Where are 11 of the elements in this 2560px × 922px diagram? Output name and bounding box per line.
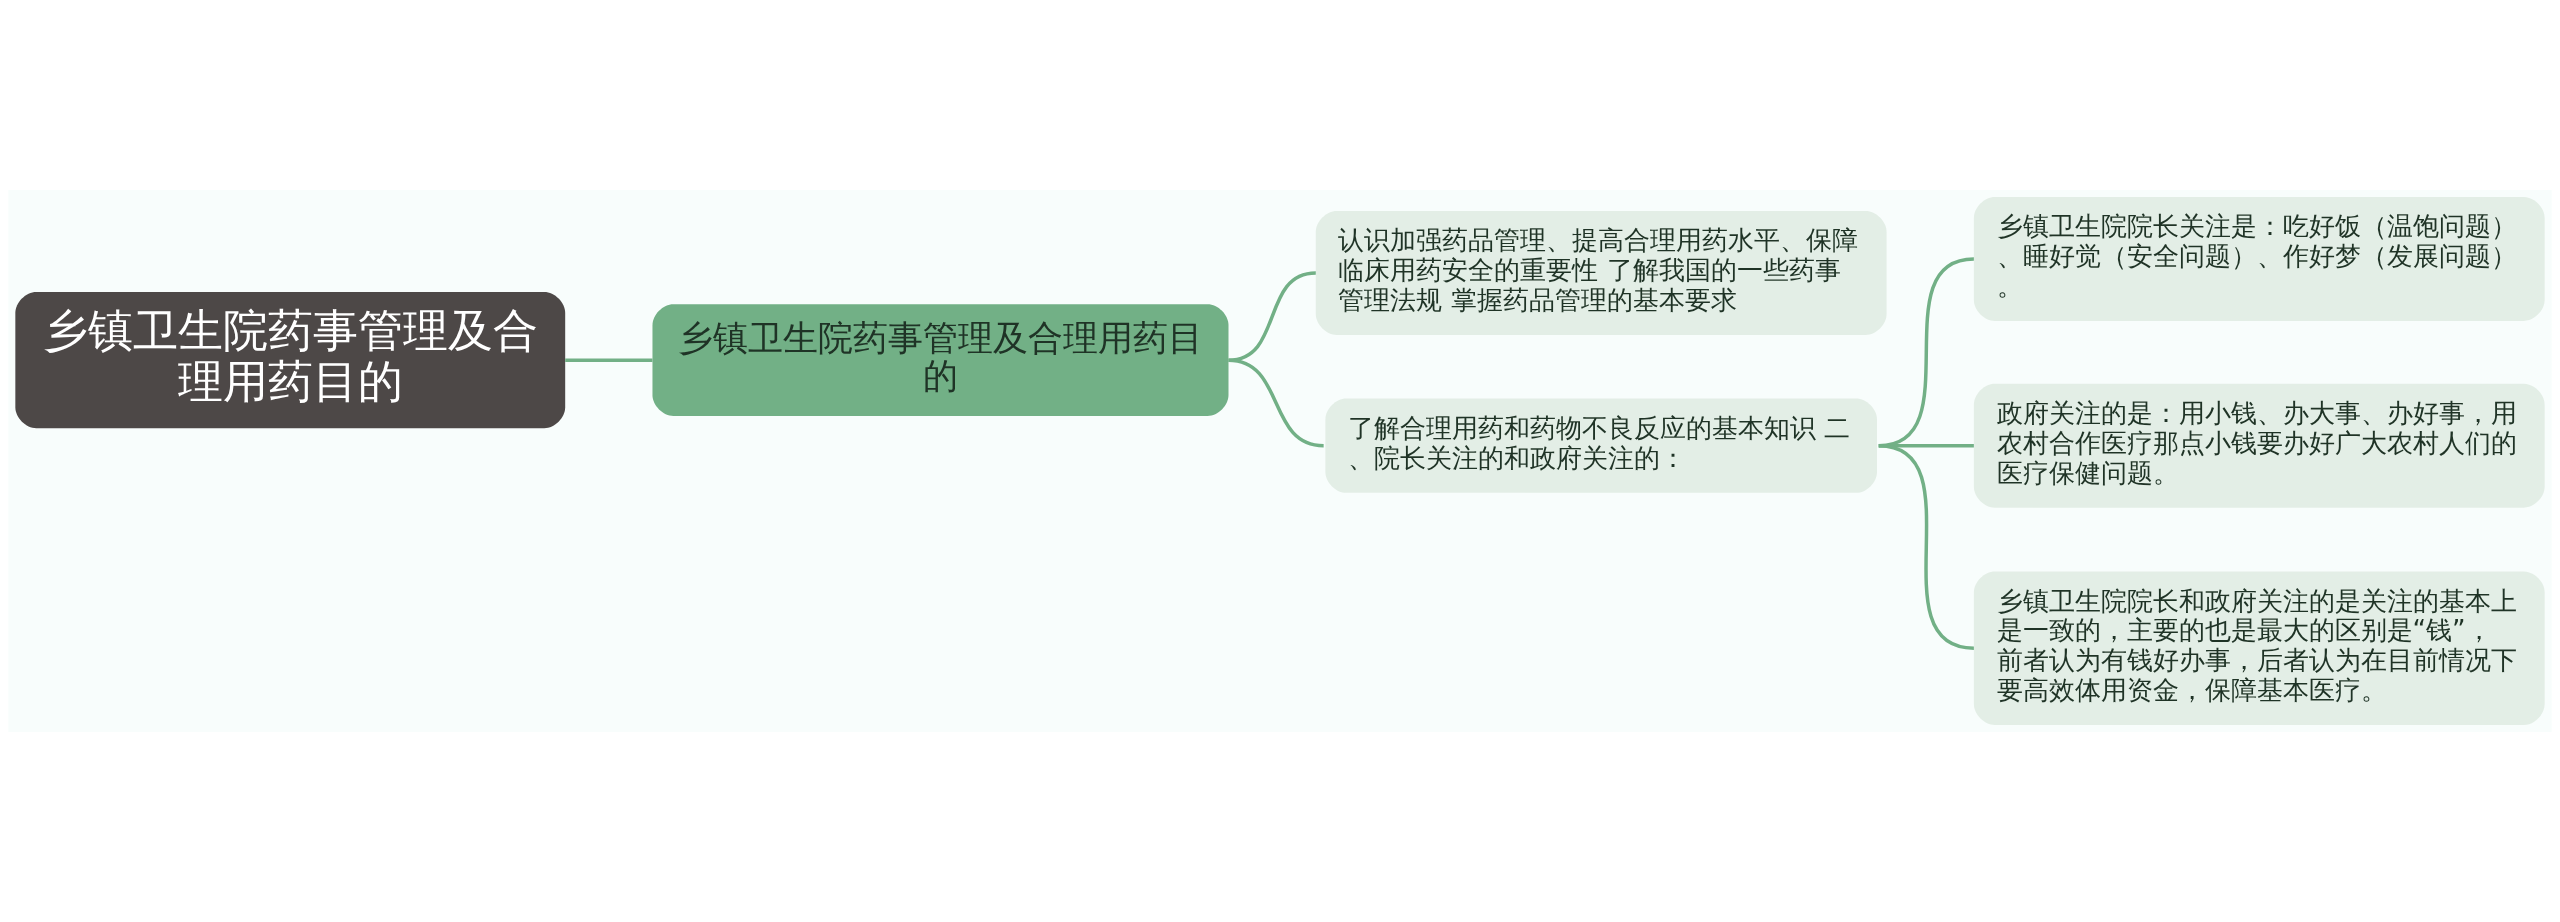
connector [565, 358, 653, 362]
connector [1228, 358, 1324, 448]
node-box: 乡镇卫生院药事管理及合理用药目的 [15, 292, 566, 429]
node-box: 政府关注的是：用小钱、办大事、办好事，用农村合作医疗那点小钱要办好广大农村人们的医疗保健问题。 [1973, 383, 2545, 508]
node-box: 了解合理用药和药物不良反应的基本知识 二、院长关注的和政府关注的： [1325, 398, 1877, 493]
node-box: 认识加强药品管理、提高合理用药水平、保障临床用药安全的重要性 了解我国的一些药事管理法规 掌握药品管理的基本要求 [1315, 210, 1887, 335]
node-box: 乡镇卫生院院长和政府关注的是关注的基本上是一致的，主要的也是最大的区别是“钱”，前者认为有钱好办事，后者认为在目前情况下要高效体用资金，保障基本医疗。 [1973, 571, 2545, 725]
node-box: 乡镇卫生院药事管理及合理用药目的 [652, 304, 1229, 417]
node-box: 乡镇卫生院院长关注是：吃好饭（温饱问题）、睡好觉（安全问题）、作好梦（发展问题）。 [1973, 197, 2545, 321]
connector [1228, 271, 1317, 362]
connector [1878, 444, 1975, 650]
